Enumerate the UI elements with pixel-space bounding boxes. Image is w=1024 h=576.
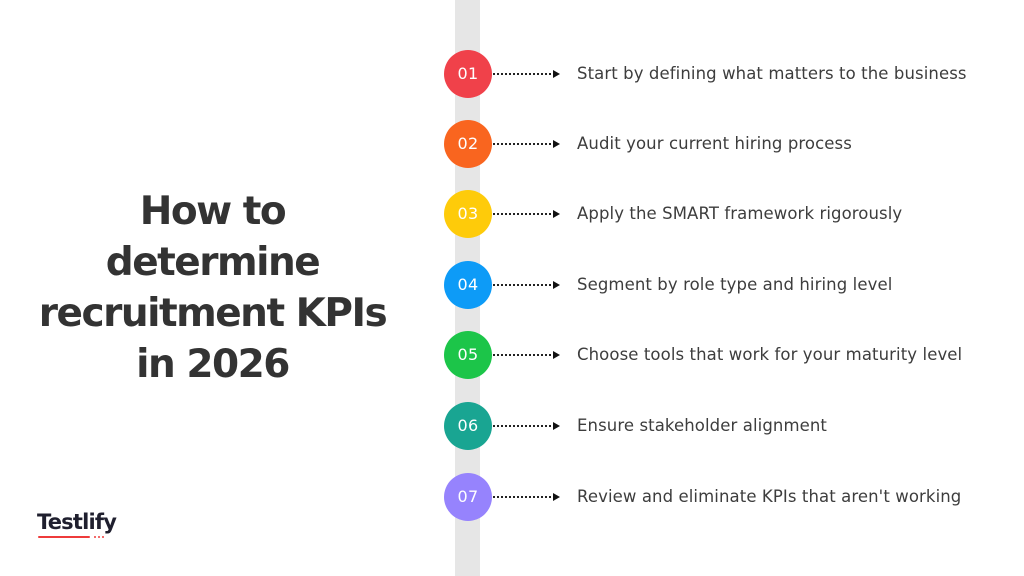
testlify-logo: Testlify <box>37 510 117 534</box>
dotted-connector <box>493 284 555 286</box>
arrow-right-icon <box>553 422 560 430</box>
page-title: How to determine recruitment KPIs in 202… <box>0 186 425 390</box>
step-number-badge: 07 <box>444 473 492 521</box>
dotted-connector <box>493 425 555 427</box>
timeline-step-5: 05 Choose tools that work for your matur… <box>444 331 1024 379</box>
step-number-badge: 02 <box>444 120 492 168</box>
title-line-1: How to <box>139 189 287 234</box>
step-label: Review and eliminate KPIs that aren't wo… <box>577 487 962 506</box>
step-label: Choose tools that work for your maturity… <box>577 345 963 364</box>
arrow-right-icon <box>553 351 560 359</box>
step-number-badge: 04 <box>444 261 492 309</box>
arrow-right-icon <box>553 210 560 218</box>
step-number-badge: 03 <box>444 190 492 238</box>
logo-dots <box>93 536 105 538</box>
timeline-step-1: 01 Start by defining what matters to the… <box>444 50 1024 98</box>
dotted-connector <box>493 496 555 498</box>
step-number-badge: 06 <box>444 402 492 450</box>
arrow-right-icon <box>553 140 560 148</box>
title-line-4: in 2026 <box>136 342 290 387</box>
step-number-badge: 05 <box>444 331 492 379</box>
arrow-right-icon <box>553 281 560 289</box>
dotted-connector <box>493 143 555 145</box>
timeline-step-6: 06 Ensure stakeholder alignment <box>444 402 1024 450</box>
logo-underline <box>38 536 90 538</box>
arrow-right-icon <box>553 493 560 501</box>
step-label: Segment by role type and hiring level <box>577 275 893 294</box>
step-label: Apply the SMART framework rigorously <box>577 204 903 223</box>
step-label: Start by defining what matters to the bu… <box>577 64 967 83</box>
arrow-right-icon <box>553 70 560 78</box>
step-label: Ensure stakeholder alignment <box>577 416 828 435</box>
timeline-step-7: 07 Review and eliminate KPIs that aren't… <box>444 473 1024 521</box>
dotted-connector <box>493 213 555 215</box>
timeline-step-2: 02 Audit your current hiring process <box>444 120 1024 168</box>
timeline-step-3: 03 Apply the SMART framework rigorously <box>444 190 1024 238</box>
timeline-step-4: 04 Segment by role type and hiring level <box>444 261 1024 309</box>
title-line-2: determine <box>105 240 321 285</box>
dotted-connector <box>493 354 555 356</box>
step-number-badge: 01 <box>444 50 492 98</box>
dotted-connector <box>493 73 555 75</box>
title-line-3: recruitment KPIs <box>38 291 388 336</box>
step-label: Audit your current hiring process <box>577 134 852 153</box>
